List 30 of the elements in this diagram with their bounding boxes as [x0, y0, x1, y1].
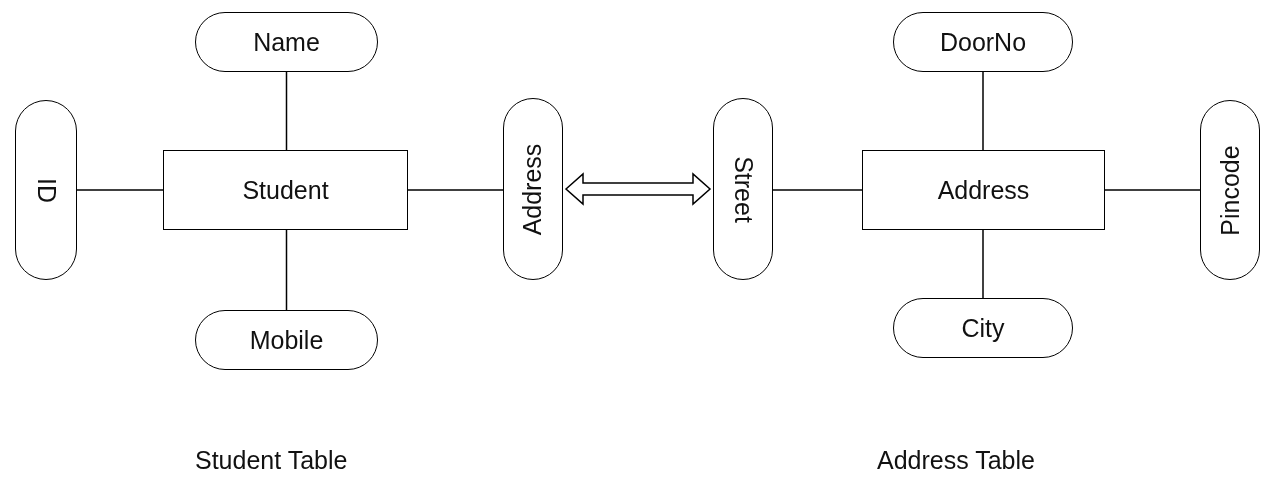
node-label: Mobile: [249, 327, 324, 353]
attribute-pill: [195, 12, 378, 72]
double-arrow: [564, 172, 712, 206]
connector-line: [1104, 189, 1201, 191]
entity-box: [163, 150, 408, 230]
entity-box: [862, 150, 1105, 230]
node-label: ID: [33, 177, 59, 203]
table-caption: Student Table: [195, 448, 348, 473]
connector-line: [407, 189, 504, 191]
attribute-pill: [713, 98, 773, 280]
table-caption: Address Table: [877, 448, 1035, 473]
node-label: City: [961, 315, 1005, 341]
attribute-pill: [1200, 100, 1260, 280]
connector-line: [982, 229, 984, 299]
attribute-pill: [893, 298, 1073, 358]
node-label: Address: [520, 143, 546, 235]
connector-line: [982, 71, 984, 151]
node-label: Student: [242, 177, 329, 203]
node-label: Pincode: [1217, 144, 1243, 236]
attribute-pill: [503, 98, 563, 280]
connector-line: [772, 189, 863, 191]
node-label: Address: [937, 177, 1030, 203]
connector-line: [285, 229, 288, 311]
node-label: DoorNo: [939, 29, 1027, 55]
connector-line: [285, 71, 288, 151]
node-label: Name: [253, 29, 320, 55]
attribute-pill: [195, 310, 378, 370]
attribute-pill: [893, 12, 1073, 72]
node-label: Street: [730, 155, 756, 223]
connector-line: [76, 189, 164, 191]
